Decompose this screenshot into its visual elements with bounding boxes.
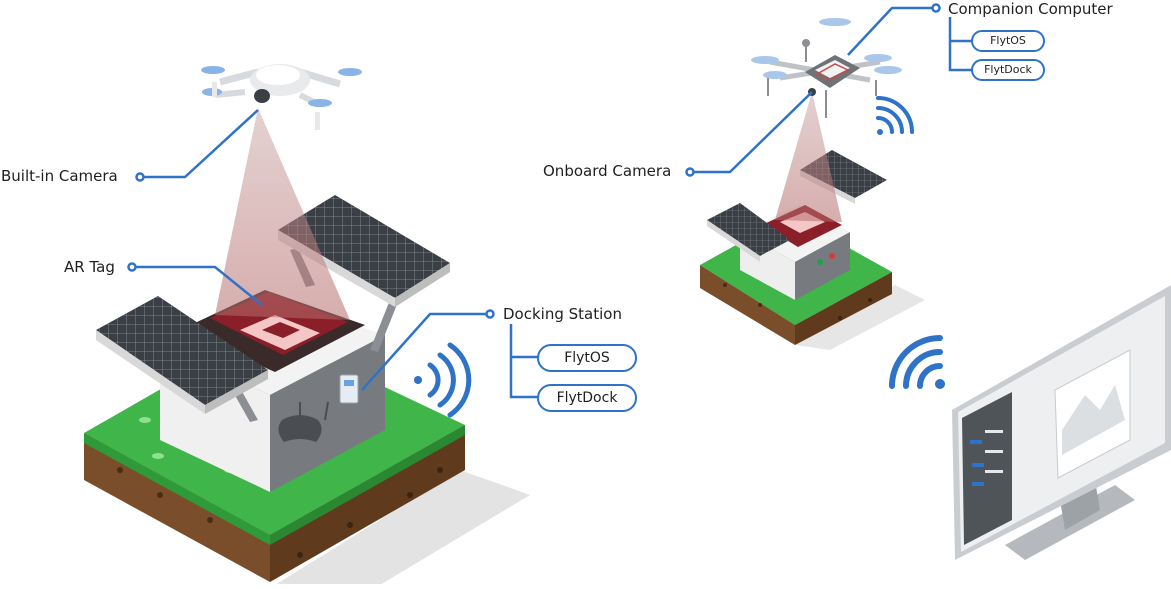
companion-software-flytdock: FlytDock bbox=[971, 59, 1045, 81]
line-onboard-camera bbox=[690, 91, 813, 174]
label-onboard-camera: Onboard Camera bbox=[543, 162, 672, 180]
monitor-scene bbox=[889, 285, 1171, 560]
callout-lines bbox=[132, 6, 972, 399]
label-companion-computer: Companion Computer bbox=[948, 0, 1113, 18]
docking-software-flytos: FlytOS bbox=[537, 344, 637, 372]
drone-consumer bbox=[201, 64, 362, 130]
solar-panel-left bbox=[96, 296, 268, 414]
line-docking-station bbox=[361, 312, 490, 391]
camera-beam-left bbox=[215, 108, 350, 320]
label-docking-station: Docking Station bbox=[503, 305, 622, 323]
wifi-icon-companion bbox=[876, 96, 914, 135]
line-built-in-camera bbox=[140, 109, 259, 179]
drone-quad bbox=[751, 18, 902, 118]
companion-dock-scene bbox=[700, 18, 925, 350]
label-ar-tag: AR Tag bbox=[64, 258, 115, 276]
wifi-icon-monitor bbox=[889, 335, 945, 389]
line-docking-sw bbox=[509, 324, 538, 399]
camera-beam-right bbox=[775, 92, 842, 222]
line-companion-sw bbox=[948, 17, 972, 72]
line-companion-computer bbox=[847, 6, 936, 56]
companion-software-flytos: FlytOS bbox=[971, 30, 1045, 52]
docking-station-scene bbox=[84, 64, 530, 585]
line-ar-tag bbox=[132, 265, 263, 306]
label-built-in-camera: Built-in Camera bbox=[1, 167, 118, 185]
wifi-icon-docking bbox=[414, 342, 472, 418]
docking-software-flytdock: FlytDock bbox=[537, 384, 637, 412]
callout-dots bbox=[127, 3, 941, 319]
